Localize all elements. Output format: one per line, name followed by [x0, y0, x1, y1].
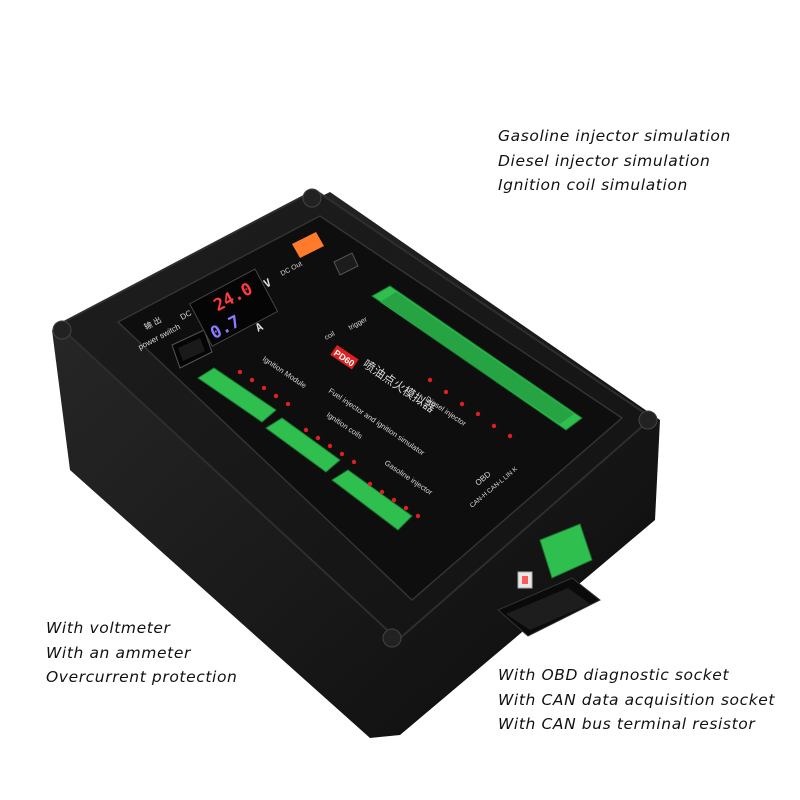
screw-icon — [638, 410, 658, 430]
terminal-block-diesel[interactable] — [371, 285, 583, 431]
feature-list-bottom: With OBD diagnostic socket With CAN data… — [498, 663, 775, 737]
screw-icon — [302, 188, 322, 208]
feature-diesel: Diesel injector simulation — [498, 151, 711, 170]
feature-list-left: With voltmeter With an ammeter Overcurre… — [46, 616, 237, 690]
terminal-block-ignition-coils[interactable] — [265, 417, 341, 473]
feature-obd: With OBD diagnostic socket — [498, 666, 730, 684]
dc-out-connector[interactable] — [292, 232, 359, 276]
feature-can-socket: With CAN data acquisition socket — [498, 690, 776, 709]
can-terminal-connector[interactable] — [539, 523, 593, 579]
can-socket[interactable] — [517, 571, 533, 589]
terminal-block-gasoline[interactable] — [331, 469, 413, 531]
feature-gasoline: Gasoline injector simulation — [498, 127, 731, 145]
screw-icon — [52, 320, 72, 340]
power-switch[interactable] — [171, 329, 213, 369]
feature-voltmeter: With voltmeter — [46, 619, 171, 637]
terminal-block-ignition-module[interactable] — [197, 367, 277, 423]
feature-ammeter: With an ammeter — [46, 643, 191, 662]
screw-icon — [382, 628, 402, 648]
feature-list-top: Gasoline injector simulation Diesel inje… — [498, 124, 731, 198]
coil-label: coil — [324, 330, 337, 341]
obd-socket[interactable] — [497, 577, 601, 637]
feature-can-resistor: With CAN bus terminal resistor — [498, 715, 756, 733]
feature-overcurrent: Overcurrent protection — [46, 668, 238, 686]
feature-ignition: Ignition coil simulation — [498, 176, 688, 194]
status-leds — [237, 369, 513, 519]
